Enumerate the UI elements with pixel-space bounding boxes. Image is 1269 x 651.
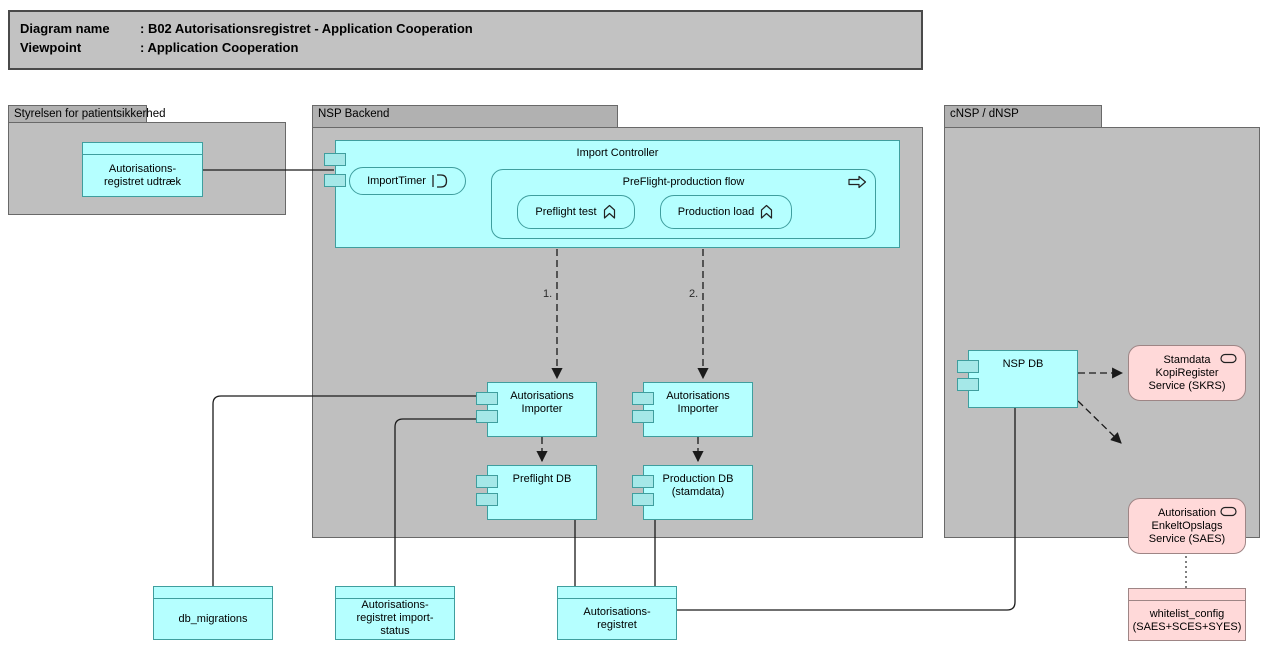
group-nsp-backend-label: NSP Backend: [318, 108, 390, 120]
node-skrs-service[interactable]: Stamdata KopiRegister Service (SKRS): [1128, 345, 1246, 401]
component-port: [632, 392, 654, 405]
node-label: Autorisation EnkeltOpslags Service (SAES…: [1148, 506, 1226, 545]
group-styrelsen-tab[interactable]: Styrelsen for patientsikkerhed: [8, 105, 166, 123]
component-port: [324, 174, 346, 187]
node-label: Preflight DB: [512, 473, 572, 485]
component-port: [957, 378, 979, 391]
service-icon: [1220, 506, 1237, 517]
node-label: Production DB (stamdata): [662, 473, 734, 498]
component-port: [632, 410, 654, 423]
node-production-load[interactable]: Production load: [660, 195, 792, 229]
viewpoint-row: Viewpoint : Application Cooperation: [20, 38, 911, 57]
group-cnsp-tab[interactable]: cNSP / dNSP: [944, 105, 1102, 128]
viewpoint-value: : Application Cooperation: [140, 40, 299, 55]
node-label: Autorisations- registret import- status: [356, 599, 434, 637]
component-port: [476, 475, 498, 488]
event-icon: [432, 174, 448, 188]
node-db-migrations[interactable]: db_migrations: [153, 586, 273, 640]
title-box: Diagram name : B02 Autorisationsregistre…: [8, 10, 923, 70]
node-label: PreFlight-production flow: [622, 176, 745, 188]
diagram-name-row: Diagram name : B02 Autorisationsregistre…: [20, 19, 911, 38]
node-preflight-test[interactable]: Preflight test: [517, 195, 635, 229]
artifact-band: [336, 587, 454, 599]
node-label: Autorisations- registret udtræk: [103, 162, 182, 188]
viewpoint-label: Viewpoint: [20, 40, 82, 55]
node-label: Autorisations Importer: [666, 390, 730, 415]
group-cnsp-label: cNSP / dNSP: [950, 108, 1019, 120]
node-label: db_migrations: [178, 612, 248, 625]
function-icon: [761, 204, 773, 219]
artifact-band: [154, 587, 272, 599]
node-label: Production load: [677, 205, 755, 218]
component-port: [324, 153, 346, 166]
diagram-name-label: Diagram name: [20, 21, 110, 36]
node-label: Autorisations Importer: [510, 390, 574, 415]
node-label: Stamdata KopiRegister Service (SKRS): [1148, 353, 1226, 392]
node-whitelist-config[interactable]: whitelist_config (SAES+SCES+SYES): [1128, 588, 1246, 641]
node-import-controller[interactable]: Import Controller ImportTimer PreFlight-…: [324, 140, 900, 248]
node-preflight-production-flow[interactable]: PreFlight-production flow Preflight test…: [491, 169, 876, 239]
process-arrow-icon: [848, 175, 867, 189]
node-label: Preflight test: [535, 205, 597, 218]
node-autorisationsregistret-import-status[interactable]: Autorisations- registret import- status: [335, 586, 455, 640]
component-port: [632, 475, 654, 488]
node-import-timer[interactable]: ImportTimer: [349, 167, 466, 195]
group-styrelsen-label: Styrelsen for patientsikkerhed: [14, 108, 166, 120]
artifact-band: [1129, 589, 1245, 601]
function-icon: [603, 204, 615, 219]
node-autorisationsregistret-udtraek[interactable]: Autorisations- registret udtræk: [82, 142, 203, 197]
node-preflight-db[interactable]: Preflight DB: [476, 465, 597, 520]
group-cnsp-body[interactable]: [944, 127, 1260, 538]
node-production-db[interactable]: Production DB (stamdata): [632, 465, 753, 520]
node-label: ImportTimer: [367, 174, 426, 187]
service-icon: [1220, 353, 1237, 364]
artifact-band: [83, 143, 202, 155]
node-label: whitelist_config (SAES+SCES+SYES): [1132, 607, 1242, 633]
component-port: [476, 493, 498, 506]
node-label: Import Controller: [576, 147, 659, 159]
component-port: [957, 360, 979, 373]
node-nsp-db[interactable]: NSP DB: [957, 350, 1078, 408]
component-port: [476, 410, 498, 423]
node-label: Autorisations- registret: [583, 606, 651, 631]
component-port: [632, 493, 654, 506]
diagram-name-value: : B02 Autorisationsregistret - Applicati…: [140, 21, 473, 36]
artifact-band: [558, 587, 676, 599]
node-autorisations-importer-production[interactable]: Autorisations Importer: [632, 382, 753, 437]
node-autorisationsregistret[interactable]: Autorisations- registret: [557, 586, 677, 640]
node-label: NSP DB: [1002, 358, 1044, 370]
node-autorisations-importer-preflight[interactable]: Autorisations Importer: [476, 382, 597, 437]
group-nsp-backend-tab[interactable]: NSP Backend: [312, 105, 618, 128]
node-saes-service[interactable]: Autorisation EnkeltOpslags Service (SAES…: [1128, 498, 1246, 554]
flow-label-2: 2.: [689, 288, 699, 300]
component-port: [476, 392, 498, 405]
flow-label-1: 1.: [543, 288, 553, 300]
